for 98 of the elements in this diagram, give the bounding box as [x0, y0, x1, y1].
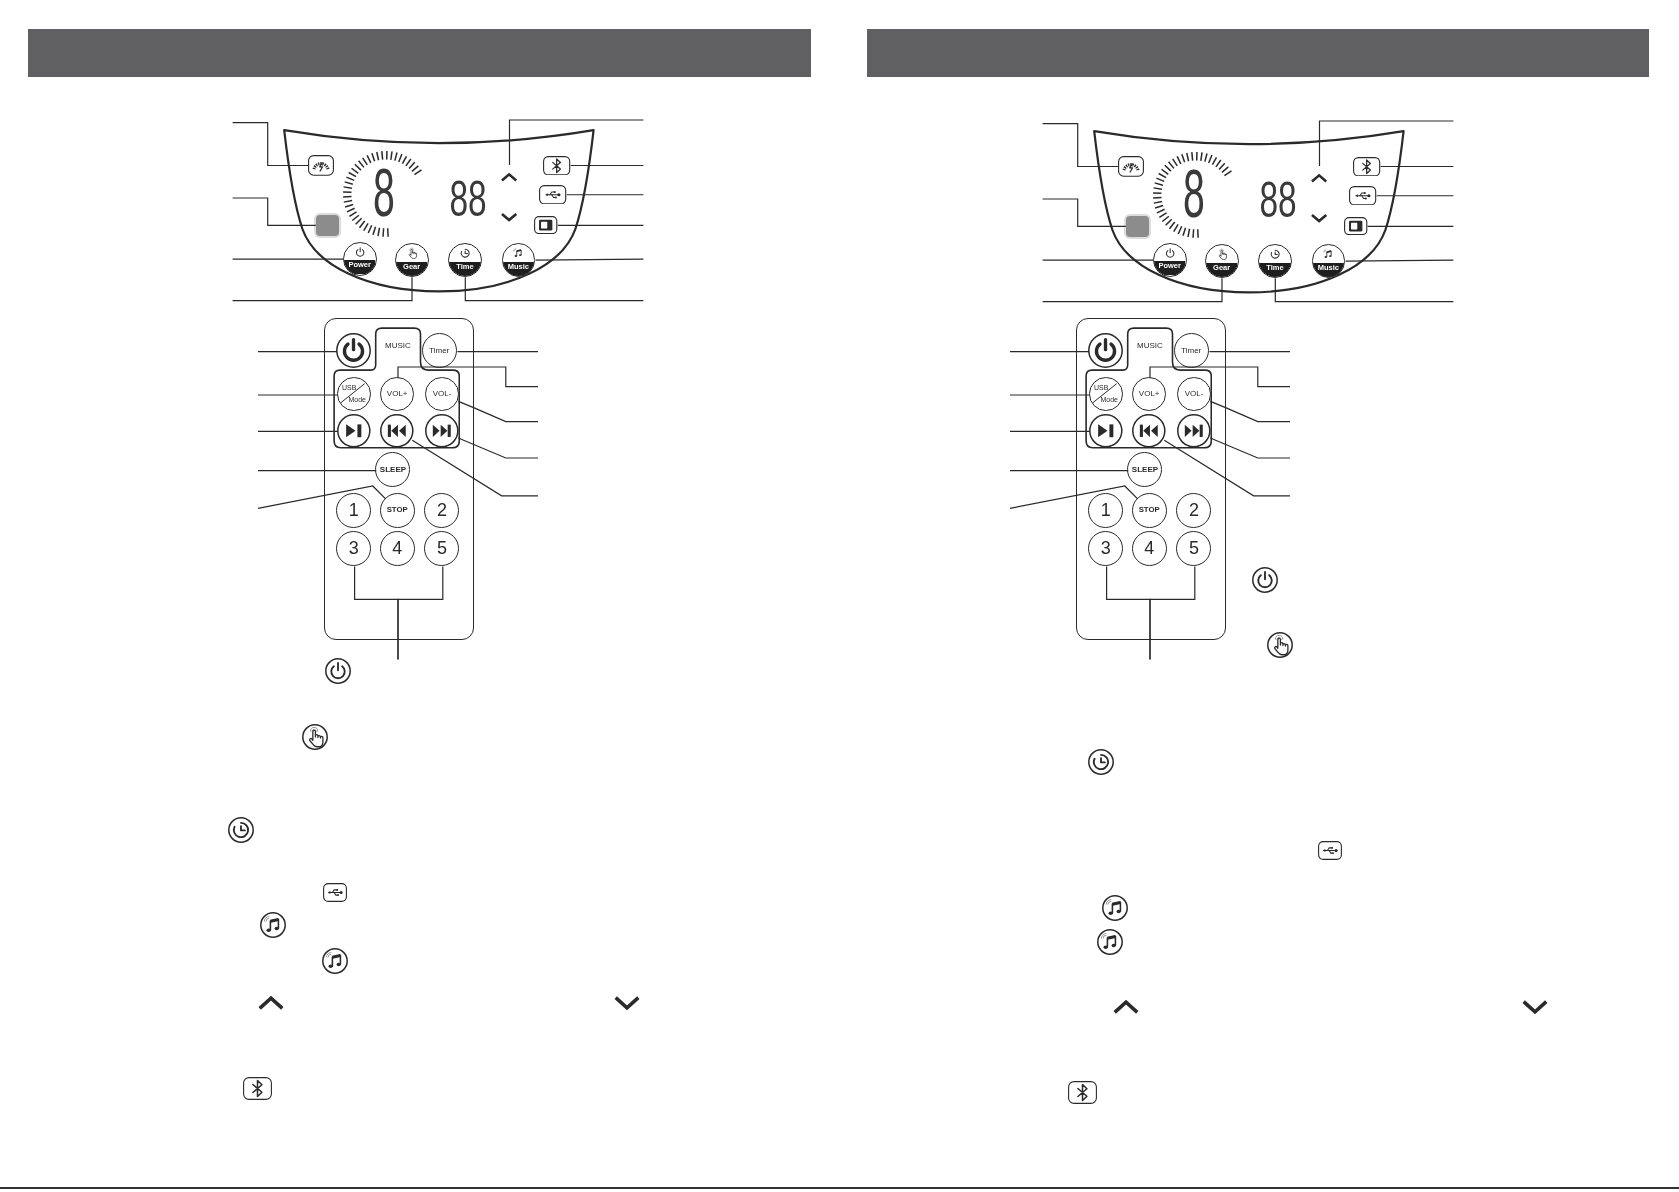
timer-button: Timer [1173, 333, 1209, 369]
usb-icon [1349, 186, 1377, 206]
leader-line [257, 470, 377, 472]
number-button: 5 [1176, 530, 1212, 566]
power-icon [336, 333, 372, 369]
leader-line [232, 197, 317, 226]
leader-line [1209, 400, 1291, 423]
power-icon [1088, 333, 1124, 369]
number-button: 4 [379, 530, 415, 566]
leader-line [570, 164, 644, 167]
leader-line [1208, 351, 1291, 353]
leader-line [457, 400, 539, 423]
indicator-light [1125, 215, 1150, 237]
play-pause-icon [337, 413, 371, 448]
play-pause-icon [1089, 413, 1123, 448]
leader-line [534, 258, 644, 261]
music-button [501, 243, 536, 278]
leader-line [1042, 277, 1223, 303]
number-button: 1 [336, 492, 372, 528]
remote-control [323, 318, 474, 640]
leader-line [1209, 437, 1291, 459]
leader-line [1042, 123, 1119, 168]
display-digits: 88 [1259, 180, 1297, 221]
leader-line [566, 194, 644, 196]
display-icon [534, 216, 558, 235]
time-button [1258, 244, 1293, 279]
time-button [448, 243, 483, 278]
leader-line [1344, 259, 1454, 262]
leader-line [1163, 439, 1291, 497]
sleep-button: SLEEP [1127, 452, 1163, 488]
leader-line [1009, 351, 1090, 353]
gear-button [1205, 244, 1239, 279]
number-button: 5 [424, 530, 460, 566]
leader-line [257, 351, 338, 353]
chevron-up-icon [500, 172, 519, 183]
sleep-button: SLEEP [375, 452, 411, 488]
number-button: 2 [424, 492, 460, 528]
usb-icon [539, 185, 567, 205]
previous-track-icon [380, 413, 414, 448]
next-track-icon [1177, 413, 1211, 448]
power-button [1153, 243, 1187, 277]
group-label: MUSIC [384, 342, 412, 351]
leader-line [232, 122, 309, 167]
gear-button [395, 243, 429, 278]
number-button: 4 [1131, 530, 1167, 566]
previous-track-icon [1132, 413, 1166, 448]
leader-line [257, 394, 339, 396]
number-button: 3 [1088, 530, 1124, 566]
music-button [1311, 244, 1346, 279]
leader-line [411, 439, 539, 497]
gauge-icon [308, 155, 334, 176]
leader-line [1149, 366, 1291, 388]
leader-line [1009, 485, 1139, 509]
leader-line [1367, 225, 1454, 227]
leader-line [232, 276, 413, 302]
remote-control [1075, 318, 1226, 640]
display-digits: 8 [373, 166, 395, 221]
display-icon [1344, 217, 1368, 236]
group-label: MUSIC [1136, 342, 1164, 351]
display-digits: 8 [1183, 167, 1205, 222]
leader-line [508, 119, 644, 166]
timer-button: Timer [421, 333, 457, 369]
leader-line [397, 565, 444, 661]
leader-line [1380, 165, 1454, 168]
leader-line [1042, 198, 1127, 227]
number-button: 3 [336, 530, 372, 566]
leader-line [1009, 430, 1091, 432]
chevron-up-icon [1310, 173, 1329, 184]
leader-line [1042, 259, 1154, 261]
volume-down-button: VOL- [1177, 377, 1211, 411]
leader-line [257, 485, 387, 509]
leader-line [457, 437, 539, 459]
leader-line [557, 224, 644, 226]
next-track-icon [425, 413, 459, 448]
display-digits: 88 [449, 179, 487, 220]
leader-line [1009, 470, 1129, 472]
mode-button [1089, 377, 1123, 411]
volume-up-button: VOL+ [1132, 377, 1166, 411]
leader-line [464, 276, 644, 302]
leader-line [1376, 195, 1454, 197]
gauge-icon [1118, 156, 1144, 177]
leader-line [397, 366, 539, 388]
leader-line [456, 351, 539, 353]
leader-line [232, 258, 344, 260]
volume-down-button: VOL- [425, 377, 459, 411]
leader-line [1318, 120, 1454, 167]
number-button: 2 [1176, 492, 1212, 528]
indicator-light [315, 214, 340, 236]
leader-line [1274, 277, 1454, 303]
leader-line [1009, 394, 1091, 396]
volume-up-button: VOL+ [380, 377, 414, 411]
leader-line [1149, 565, 1196, 661]
leader-line [257, 430, 339, 432]
bluetooth-icon [1353, 156, 1381, 177]
power-button [343, 242, 377, 276]
mode-button [337, 377, 371, 411]
number-button: 1 [1088, 492, 1124, 528]
bluetooth-icon [543, 155, 571, 176]
